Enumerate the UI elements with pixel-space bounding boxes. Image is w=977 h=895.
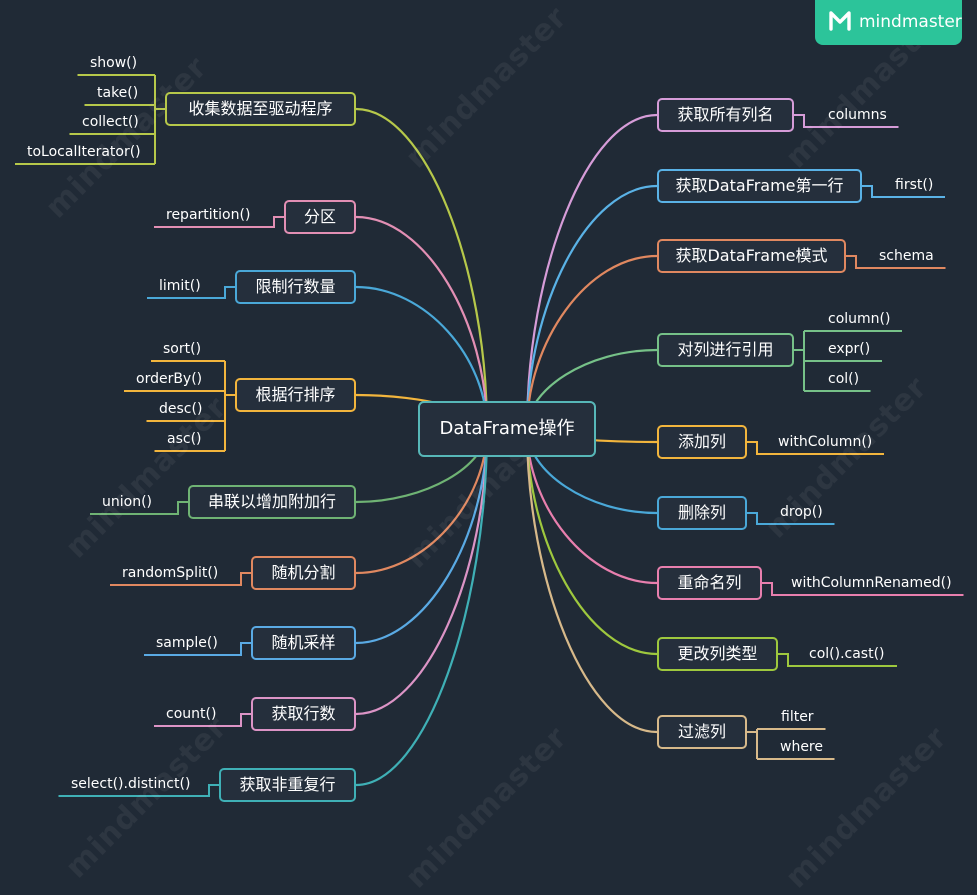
branch-connector: [355, 428, 489, 787]
leaf-item[interactable]: filter: [781, 709, 814, 725]
leaf-item[interactable]: take(): [97, 85, 139, 101]
leaf-item[interactable]: col().cast(): [809, 646, 885, 662]
leaf-item[interactable]: desc(): [159, 401, 203, 417]
leaf-connector: [230, 572, 251, 586]
central-topic[interactable]: DataFrame操作: [418, 401, 596, 457]
leaf-item[interactable]: sort(): [163, 341, 202, 357]
leaf-connector: [862, 185, 883, 198]
leaf-item[interactable]: withColumn(): [778, 434, 873, 450]
leaf-item[interactable]: select().distinct(): [71, 776, 191, 792]
branch-connector: [525, 428, 658, 656]
branch-connector: [525, 254, 658, 430]
brand-name: mindmaster: [859, 12, 962, 32]
topic-node[interactable]: 收集数据至驱动程序: [165, 92, 356, 126]
leaf-connector: [762, 582, 779, 596]
branch-connector: [525, 428, 658, 585]
topic-node[interactable]: 根据行排序: [235, 378, 356, 412]
leaf-connector: [201, 784, 219, 797]
topic-node[interactable]: 获取所有列名: [657, 98, 794, 132]
topic-node[interactable]: 获取行数: [251, 697, 356, 731]
mindmaster-logo-icon: [829, 11, 851, 31]
branch-connector: [355, 428, 489, 645]
leaf-item[interactable]: orderBy(): [136, 371, 203, 387]
leaf-item[interactable]: col(): [828, 371, 860, 387]
leaf-connector: [164, 501, 188, 515]
leaf-item[interactable]: randomSplit(): [122, 565, 219, 581]
leaf-item[interactable]: asc(): [167, 431, 202, 447]
topic-node[interactable]: 更改列类型: [657, 637, 778, 671]
leaf-connector: [228, 713, 251, 727]
topic-node[interactable]: 删除列: [657, 496, 747, 530]
leaf-connector: [778, 653, 797, 667]
topic-node[interactable]: 添加列: [657, 425, 747, 459]
leaf-item[interactable]: column(): [828, 311, 891, 327]
topic-node[interactable]: 随机采样: [251, 626, 356, 660]
topic-node[interactable]: 分区: [284, 200, 356, 234]
leaf-item[interactable]: schema: [879, 248, 934, 264]
leaf-item[interactable]: limit(): [159, 278, 201, 294]
topic-node[interactable]: 重命名列: [657, 566, 762, 600]
topic-node[interactable]: 串联以增加附加行: [188, 485, 356, 519]
topic-node[interactable]: 随机分割: [251, 556, 356, 590]
leaf-item[interactable]: show(): [90, 55, 138, 71]
leaf-item[interactable]: expr(): [828, 341, 871, 357]
leaf-item[interactable]: count(): [166, 706, 217, 722]
leaf-item[interactable]: collect(): [82, 114, 139, 130]
topic-node[interactable]: 对列进行引用: [657, 333, 794, 367]
branch-connector: [355, 215, 489, 430]
branch-connector: [525, 428, 658, 734]
leaf-connector: [747, 441, 766, 455]
leaf-connector: [747, 512, 768, 525]
branch-connector: [525, 113, 658, 430]
leaf-item[interactable]: withColumnRenamed(): [791, 575, 952, 591]
topic-node[interactable]: 限制行数量: [235, 270, 356, 304]
leaf-connector: [230, 642, 251, 656]
leaf-connector: [213, 286, 235, 299]
brand-badge[interactable]: mindmaster: [815, 0, 962, 45]
leaf-item[interactable]: toLocalIterator(): [27, 144, 141, 160]
leaf-connector: [262, 216, 284, 228]
leaf-item[interactable]: union(): [102, 494, 152, 510]
leaf-connector: [794, 114, 816, 128]
leaf-item[interactable]: first(): [895, 177, 934, 193]
topic-node[interactable]: 获取DataFrame模式: [657, 239, 846, 273]
leaf-item[interactable]: sample(): [156, 635, 218, 651]
branch-connector: [355, 428, 489, 716]
topic-node[interactable]: 过滤列: [657, 715, 747, 749]
topic-node[interactable]: 获取非重复行: [219, 768, 356, 802]
leaf-item[interactable]: where: [780, 739, 823, 755]
branch-connector: [525, 184, 658, 430]
leaf-item[interactable]: columns: [828, 107, 887, 123]
leaf-item[interactable]: drop(): [780, 504, 823, 520]
branch-connector: [355, 107, 489, 430]
leaf-item[interactable]: repartition(): [166, 207, 251, 223]
leaf-connector: [846, 255, 867, 269]
topic-node[interactable]: 获取DataFrame第一行: [657, 169, 862, 203]
